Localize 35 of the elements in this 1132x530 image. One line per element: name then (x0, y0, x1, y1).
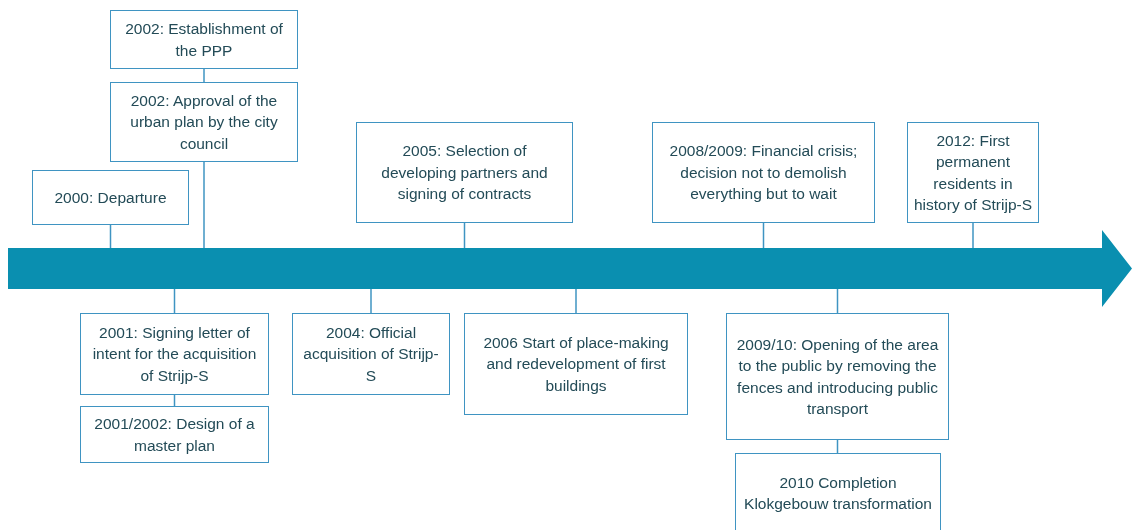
event-box (80, 406, 269, 463)
connector-line (836, 288, 839, 314)
event-box (292, 313, 450, 395)
event-text: 2002: Establishment of the PPP (124, 19, 284, 61)
connector-line (370, 288, 372, 314)
event-text: 2006 Start of place-making and redevelopment of first buildings (482, 332, 670, 396)
event-box (735, 453, 941, 530)
connector-line (109, 224, 112, 249)
connector-line (203, 161, 205, 249)
event-text: 2000: Departure (54, 187, 167, 208)
event-box (110, 82, 298, 162)
timeline-arrow (8, 230, 1132, 307)
event-box (80, 313, 269, 395)
event-text: 2004: Official acquisition of Strijp-S (302, 322, 440, 386)
event-box (32, 170, 189, 225)
event-text: 2002: Approval of the urban plan by the city council (129, 90, 279, 154)
event-text: 2008/2009: Financial crisis; decision not to demolish everything but to wait (668, 141, 859, 205)
event-box (110, 10, 298, 69)
event-text: 2010 Completion Klokgebouw transformation (743, 472, 933, 514)
event-text: 2009/10: Opening of the area to the public by removing the fences and introducing public transport (735, 334, 940, 419)
event-box (356, 122, 573, 223)
connector-line (173, 288, 176, 314)
event-text: 2001: Signing letter of intent for the acquisition of Strijp-S (91, 322, 258, 386)
event-box (464, 313, 688, 415)
connector-line (762, 222, 765, 249)
connector-line (972, 222, 974, 249)
event-text: 2005: Selection of developing partners and signing of contracts (380, 141, 549, 205)
connector-line (463, 222, 466, 249)
event-box (726, 313, 949, 440)
event-text: 2012: First permanent residents in history of Strijp-S (914, 130, 1032, 215)
connector-line (203, 68, 205, 83)
event-text: 2001/2002: Design of a master plan (93, 414, 256, 456)
connector-line (575, 288, 577, 314)
event-box (907, 122, 1039, 223)
event-box (652, 122, 875, 223)
